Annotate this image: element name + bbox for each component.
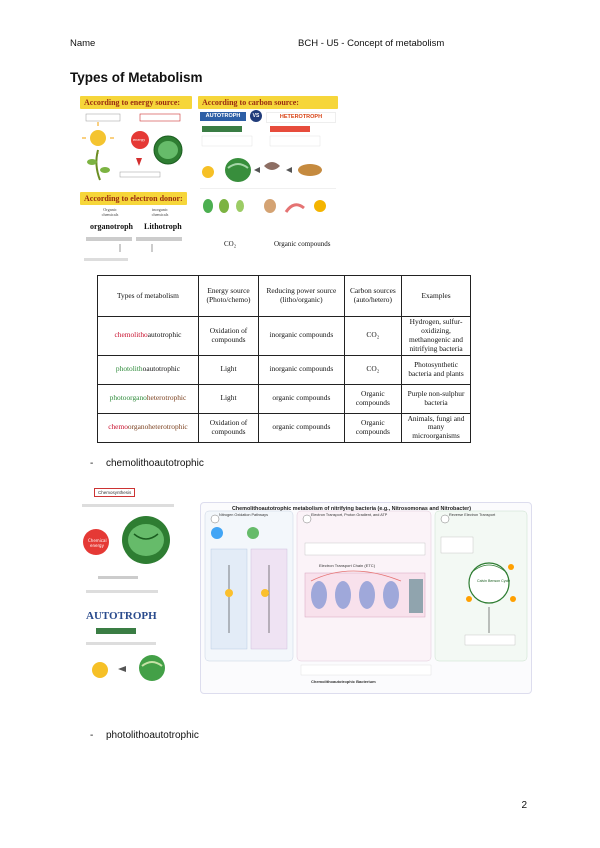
carbon-cell: Organic compounds [343, 383, 403, 414]
header-energy: Energy source (Photo/chemo) [197, 275, 260, 317]
carbon-source-heading: According to carbon source: [198, 96, 338, 109]
phototroph-chemotroph-illustration: energy [82, 113, 183, 181]
course-label: BCH - U5 - Concept of metabolism [298, 38, 445, 49]
co2-label: CO₂ [224, 240, 237, 248]
examples-cell: Hydrogen, sulfur-oxidizing, methanogenic… [401, 316, 471, 356]
energy-cell: Light [197, 383, 260, 414]
bacterium-footer: Chemolithoautotrophic Bacterium [311, 679, 376, 684]
section-label: Nitrogen Oxidation Pathways [219, 513, 268, 517]
energy-source-heading: According to energy source: [80, 96, 192, 109]
vs-badge: VS [250, 110, 262, 122]
carbon-cell: Organic compounds [343, 412, 403, 444]
bullet-text: photolithoautotrophic [106, 730, 199, 741]
table-header-row: Types of metabolism Energy source (Photo… [97, 275, 471, 317]
table-row: photoorganoheterotrophic Light organic c… [97, 383, 471, 414]
table-row: chemolithoautotrophic Oxidation of compo… [97, 316, 471, 356]
carbon-cell: CO₂ [343, 354, 403, 385]
bullet-text: chemolithoautotrophic [106, 458, 204, 469]
producer-bar [96, 628, 136, 634]
energy-cell: Oxidation of compounds [197, 412, 260, 444]
heterotroph-label: HETEROTROPH [266, 112, 336, 123]
section-label: Electron Transport, Proton Gradient, and… [311, 513, 388, 517]
chemosynthesis-panel: Chemosynthesis Chemical energy AUTOTROPH [82, 484, 192, 698]
autotroph-label: AUTOTROPH [200, 112, 246, 121]
etc-label: Electron Transport Chain (ETC) [319, 563, 376, 568]
diagram-title: Chemolithoautotrophic metabolism of nitr… [232, 506, 472, 512]
name-label: Name [70, 38, 96, 49]
reducing-cell: organic compounds [258, 383, 345, 414]
lithotroph-label: Lithotroph [144, 222, 182, 231]
bullet-item: -photolithoautotrophic [90, 730, 199, 741]
metabolism-type-cell: photolithoautotrophic [97, 354, 199, 385]
metabolism-type-cell: chemoorganoheterotrophic [97, 412, 199, 444]
nitrifying-pathway-schematic [204, 510, 528, 676]
energy-cell: Light [197, 354, 260, 385]
section-label: Reverse Electron Transport [449, 513, 496, 517]
reducing-cell: inorganic compounds [258, 354, 345, 385]
organotroph-label: organotroph [90, 222, 133, 231]
energy-cell: Oxidation of compounds [197, 316, 260, 356]
table-row: chemoorganoheterotrophic Oxidation of co… [97, 412, 471, 444]
bullet-item: -chemolithoautotrophic [90, 458, 204, 469]
metabolism-type-cell: photoorganoheterotrophic [97, 383, 199, 414]
sun-plant-illustration [86, 642, 165, 681]
reducing-cell: organic compounds [258, 412, 345, 444]
electron-donor-heading: According to electron donor: [80, 192, 187, 205]
carbon-source-panel: According to carbon source: AUTOTROPH VS… [198, 96, 338, 266]
svg-text:Chemical: Chemical [88, 538, 107, 543]
header-carbon: Carbon sources (auto/hetero) [343, 275, 403, 317]
header-reducing: Reducing power source (litho/organic) [258, 275, 345, 317]
carbon-cell: CO₂ [343, 316, 403, 356]
svg-text:energy: energy [90, 543, 105, 548]
chemolithoautotrophic-figure: Chemosynthesis Chemical energy AUTOTROPH [82, 484, 532, 698]
svg-text:energy: energy [133, 138, 145, 142]
table-row: photolithoautotrophic Light inorganic co… [97, 354, 471, 385]
examples-cell: Purple non-sulphur bacteria [401, 383, 471, 414]
nitrifying-bacteria-diagram: Nitrogen Oxidation Pathways Electron Tra… [200, 502, 532, 694]
examples-cell: Photosynthetic bacteria and plants [401, 354, 471, 385]
electron-donor-schematic [84, 237, 182, 261]
metabolism-types-table: Types of metabolism Energy source (Photo… [97, 275, 471, 444]
organic-compounds-label: Organic compounds [274, 240, 331, 248]
reducing-cell: inorganic compounds [258, 316, 345, 356]
examples-cell: Animals, fungi and many microorganisms [401, 412, 471, 444]
header-examples: Examples [401, 275, 471, 317]
metabolism-classification-figure: According to energy source: energy Accor… [80, 96, 338, 266]
chemosynthesis-illustration: Chemical energy [82, 504, 174, 593]
page-title: Types of Metabolism [70, 70, 203, 85]
header-types: Types of metabolism [97, 275, 199, 317]
chemosynthesis-label: Chemosynthesis [94, 488, 136, 497]
page-header: Name BCH - U5 - Concept of metabolism [70, 38, 530, 52]
calvin-cycle-label: Calvin Benson Cycle [477, 579, 511, 583]
page-number: 2 [521, 800, 527, 811]
producer-consumer-illustration [200, 126, 336, 213]
energy-source-panel: According to energy source: energy Accor… [80, 96, 192, 266]
autotroph-title: AUTOTROPH [86, 610, 157, 622]
metabolism-type-cell: chemolithoautotrophic [97, 316, 199, 356]
